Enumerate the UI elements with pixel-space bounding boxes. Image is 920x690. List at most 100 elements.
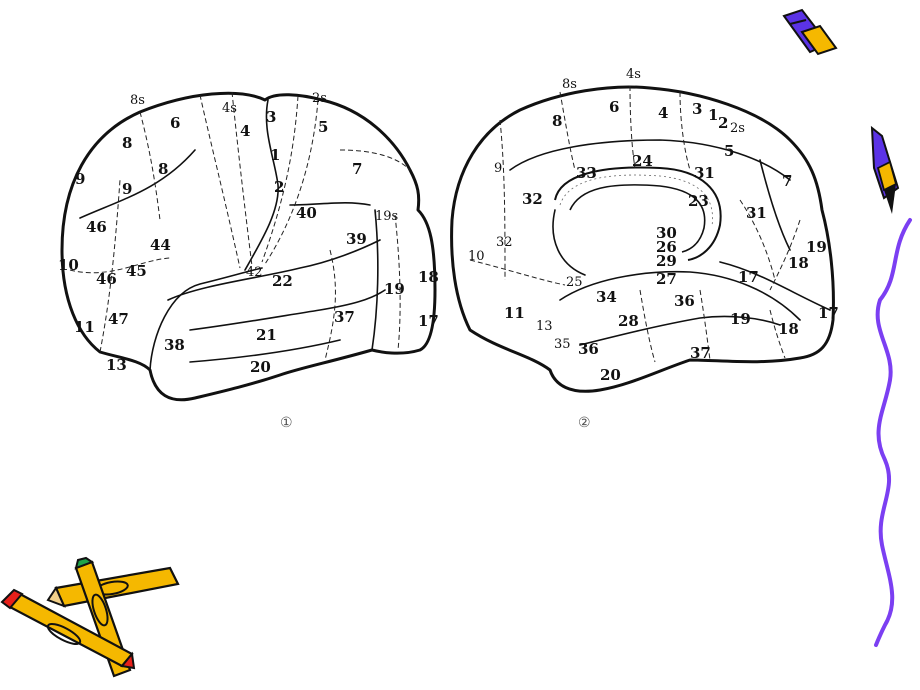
decorative-squiggle [874,218,912,647]
fornix [552,209,586,276]
area-boundary [69,257,171,274]
area-label: 32 [522,190,543,208]
area-label: 23 [688,192,709,210]
area-label: 47 [108,310,129,328]
area-label: 25 [566,275,583,290]
area-label: 17 [738,268,759,286]
figure-caption: ② [578,415,591,431]
pencils-icon [0,556,180,678]
area-label: 5 [724,142,734,160]
area-label: 19 [806,238,827,256]
area-boundary [629,85,636,169]
medial-brain-outline [450,85,835,393]
area-label: 2s [312,91,327,106]
area-label: 38 [164,336,185,354]
area-label: 6 [609,98,619,116]
area-label: 21 [256,326,277,344]
area-label: 27 [656,270,677,288]
area-label: 37 [334,308,355,326]
area-boundary [559,91,576,171]
parieto-occipital-line [371,209,379,351]
area-label: 7 [352,160,362,178]
area-label: 45 [126,262,147,280]
area-label: 22 [272,272,293,290]
area-label: 35 [554,337,571,352]
area-label: 13 [536,319,553,334]
lateral-sulcus [149,267,263,371]
area-label: 17 [818,304,839,322]
area-label: 4 [658,104,668,122]
area-label: 18 [778,320,799,338]
area-boundary [261,95,299,263]
corpus-callosum-inner [569,184,706,253]
area-label: 46 [86,218,107,236]
figure-caption: ① [280,415,293,431]
area-label: 20 [600,366,621,384]
area-label: 5 [318,118,328,136]
area-label: 29 [656,252,677,270]
area-boundary [699,289,711,361]
lateral-brain-outline [60,91,437,402]
temporal-lobe-outline [167,239,381,301]
area-label: 42 [246,265,263,280]
area-label: 33 [576,164,597,182]
area-label: 28 [618,312,639,330]
area-label: 11 [504,304,525,322]
lateral-brain-diagram: 8s 6 4s 4 3 2s 5 8 8 9 9 1 2 7 46 10 44 … [58,91,439,431]
area-label: 36 [578,340,599,358]
corpus-callosum-fill [559,174,713,227]
area-boundary [139,111,161,221]
medial-temporal-outline [559,270,801,321]
area-boundary [231,91,253,267]
area-label: 30 [656,224,677,242]
area-boundary [679,91,691,171]
area-label: 19 [730,310,751,328]
area-label: 44 [150,236,171,254]
area-label: 3 [692,100,702,118]
area-boundary [769,219,801,291]
area-label: 2s [730,121,745,136]
area-label: 8 [122,134,132,152]
area-label: 46 [96,270,117,288]
area-label: 13 [106,356,127,374]
medial-brain-diagram: 8s 4s 6 4 3 1 2 2s 8 5 33 24 9 31 7 32 2… [450,67,839,431]
inferior-temporal-sulcus [189,339,341,363]
area-boundary [324,249,336,361]
area-boundary [469,259,566,286]
area-boundary [264,99,319,265]
area-label: 4s [626,67,641,82]
area-label: 11 [74,318,95,336]
area-label: 9 [494,161,502,176]
area-label: 9 [122,180,132,198]
area-label: 26 [656,238,677,256]
area-label: 36 [674,292,695,310]
area-label: 7 [782,172,792,190]
area-label: 19s [375,209,398,224]
frontal-sulcus [79,149,196,219]
area-label: 39 [346,230,367,248]
superior-temporal-sulcus [189,289,386,331]
area-label: 3 [266,108,276,126]
area-label: 10 [468,249,485,264]
area-label: 1 [708,106,718,124]
area-label: 1 [270,146,280,164]
area-label: 31 [694,164,715,182]
area-label: 9 [75,170,85,188]
area-label: 8s [562,77,577,92]
area-label: 2 [274,178,284,196]
area-boundary [199,94,241,269]
area-label: 19 [384,280,405,298]
area-label: 2 [718,114,728,132]
area-label: 18 [418,268,439,286]
area-boundary [769,309,786,359]
calcarine-sulcus [719,261,831,311]
area-label: 10 [58,256,79,274]
pencil-icon [870,125,900,214]
area-label: 20 [250,358,271,376]
area-boundary [99,179,121,353]
area-boundary [739,199,776,281]
area-label: 24 [632,152,653,170]
central-sulcus [244,99,279,271]
area-label: 4 [240,122,250,140]
area-boundary [499,119,506,281]
